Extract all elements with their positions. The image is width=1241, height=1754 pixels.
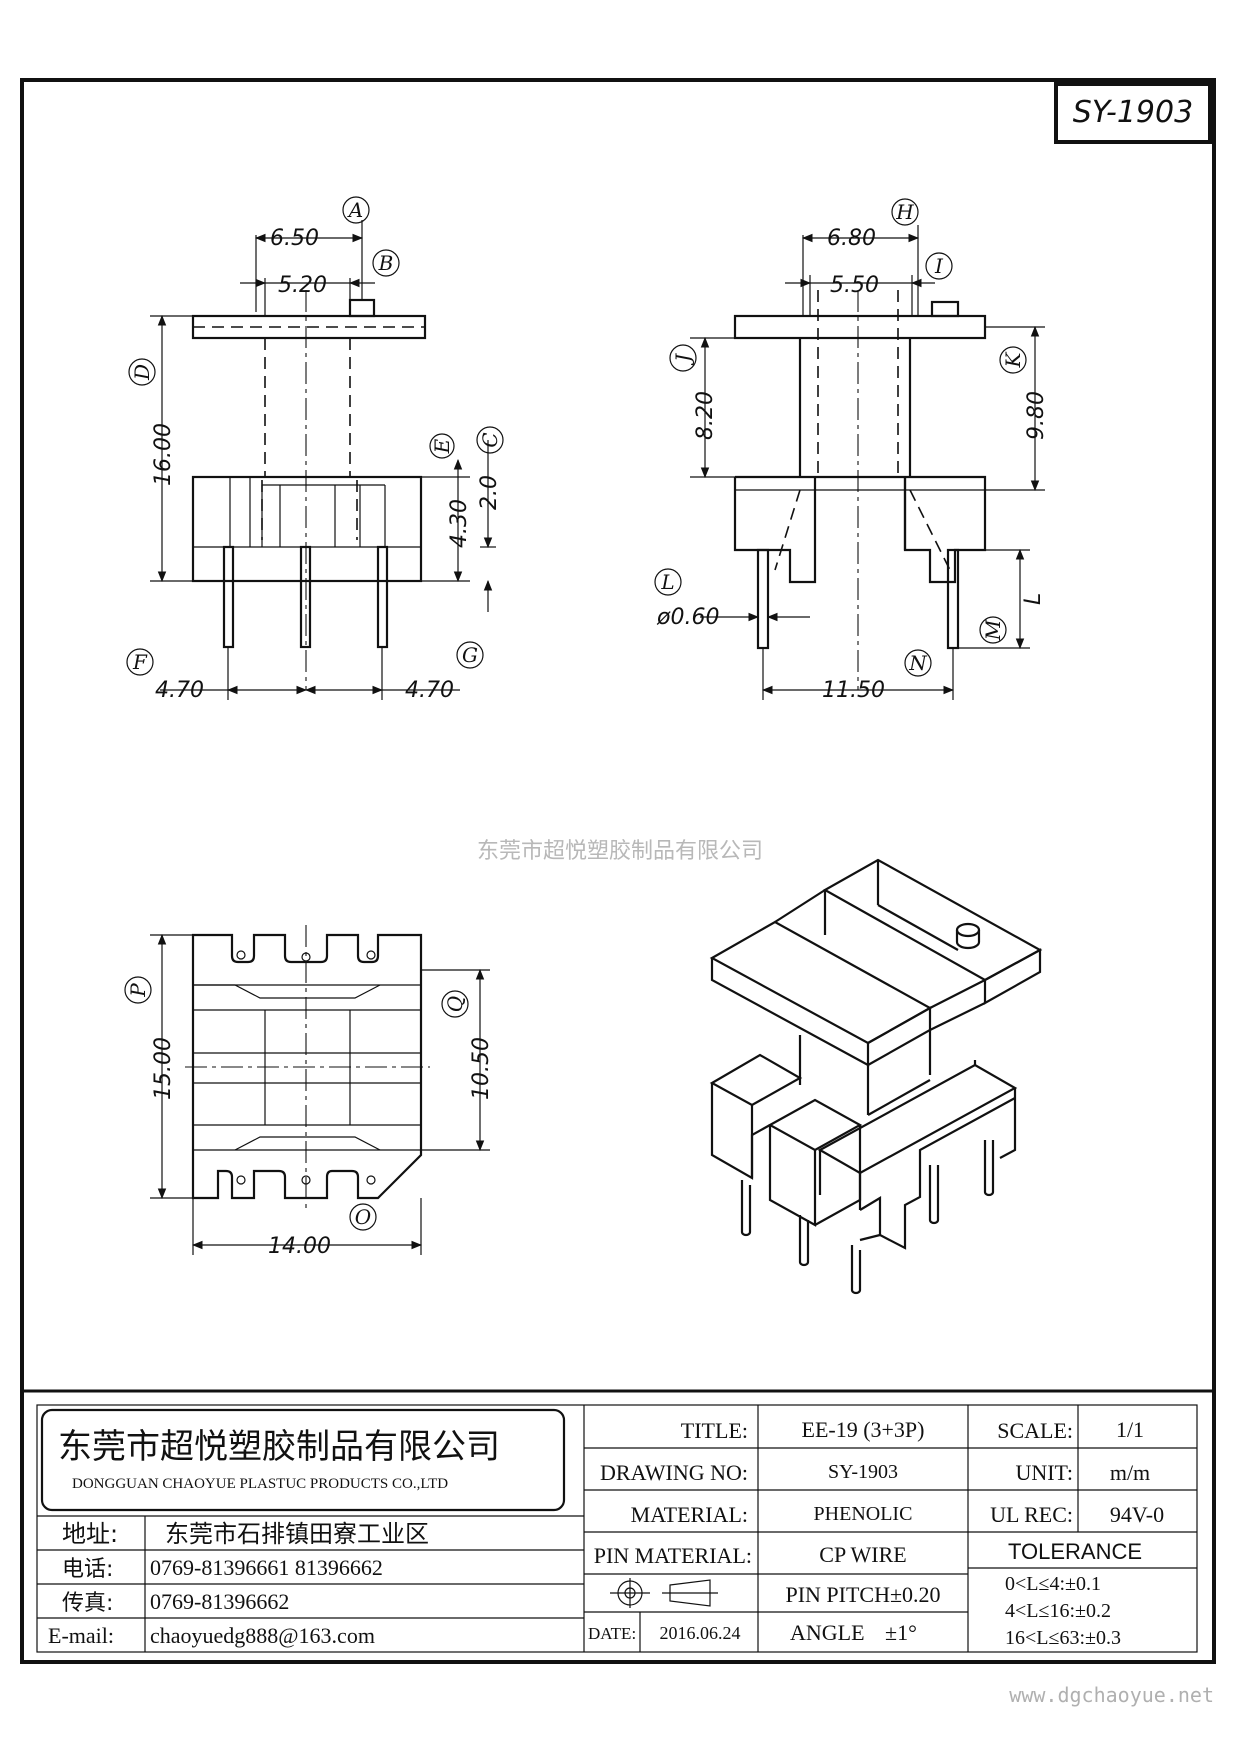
dim-length-value: 14.00 [268, 1234, 331, 1259]
svg-text:B: B [378, 251, 394, 275]
svg-text:L: L [660, 570, 674, 594]
tolerance-row-2: 4<L≤16:±0.2 [1005, 1600, 1111, 1622]
svg-text:I: I [934, 254, 944, 278]
pin-material-label: PIN MATERIAL: [594, 1543, 752, 1568]
dim-pin-right-value: 4.70 [405, 678, 454, 703]
angle-label: ANGLE [790, 1620, 865, 1645]
title-label: TITLE: [681, 1418, 748, 1443]
material-label: MATERIAL: [631, 1502, 748, 1527]
dim-b-value: 5.20 [278, 273, 327, 298]
title-block: 东莞市超悦塑胶制品有限公司 DONGGUAN CHAOYUE PLASTUC P… [22, 1389, 1214, 1653]
drawing-code-box: SY-1903 [1054, 82, 1212, 144]
tolerance-row-3: 16<L≤63:±0.3 [1005, 1627, 1121, 1649]
drawing-code: SY-1903 [1073, 95, 1193, 130]
dim-pin-span-value: 11.50 [822, 678, 885, 703]
svg-text:G: G [462, 643, 478, 667]
sheet-border [20, 78, 1216, 1664]
email-label: E-mail: [48, 1623, 114, 1648]
phone-label: 电话: [62, 1557, 113, 1582]
ul-value: 94V-0 [1110, 1502, 1164, 1527]
front-view: 6.50 A 5.20 B 16.00 D 4.30 E 2.0 C [126, 196, 504, 703]
dim-k-value: 9.80 [1024, 391, 1049, 440]
date-value: 2016.06.24 [660, 1623, 741, 1643]
dim-c-value: 2.0 [477, 475, 502, 510]
dim-l-value: L [1021, 593, 1046, 605]
email-value: chaoyuedg888@163.com [150, 1623, 375, 1648]
watermark-company: 东莞市超悦塑胶制品有限公司 [477, 839, 763, 864]
svg-text:J: J [671, 353, 695, 366]
svg-text:K: K [1001, 351, 1025, 368]
svg-text:A: A [347, 198, 363, 222]
dim-pin-left-value: 4.70 [155, 678, 204, 703]
material-value: PHENOLIC [814, 1503, 913, 1525]
phone-value: 0769-81396661 81396662 [150, 1555, 383, 1580]
svg-text:M: M [981, 619, 1005, 641]
svg-text:P: P [126, 983, 150, 998]
dim-base-value: 4.30 [447, 499, 472, 548]
svg-text:D: D [130, 364, 154, 381]
address-value: 东莞市石排镇田寮工业区 [165, 1520, 429, 1548]
svg-text:N: N [908, 651, 928, 675]
svg-text:C: C [478, 432, 502, 447]
company-name-cn: 东莞市超悦塑胶制品有限公司 [58, 1427, 500, 1467]
unit-label: UNIT: [1015, 1460, 1073, 1485]
svg-text:F: F [132, 650, 148, 674]
title-value: EE-19 (3+3P) [802, 1417, 925, 1442]
dim-j-value: 8.20 [693, 391, 718, 440]
fax-label: 传真: [62, 1591, 113, 1616]
svg-text:Q: Q [443, 996, 467, 1012]
ul-label: UL REC: [990, 1502, 1073, 1527]
dim-a-value: 6.50 [270, 226, 319, 251]
address-label: 地址: [62, 1520, 118, 1548]
fax-value: 0769-81396662 [150, 1589, 289, 1614]
svg-text:E: E [430, 438, 454, 454]
drawing-no-label: DRAWING NO: [600, 1460, 748, 1485]
angle-value: ±1° [885, 1620, 917, 1645]
top-view: 15.00 P 10.50 Q 14.00 O [124, 925, 494, 1259]
side-view: 6.80 H 5.50 I 8.20 J 9.80 K ø0.60 L L M [654, 198, 1049, 703]
dim-inner-value: 10.50 [469, 1037, 494, 1100]
watermark-url: www.dgchaoyue.net [1009, 1683, 1214, 1707]
scale-value: 1/1 [1116, 1417, 1144, 1442]
svg-text:O: O [355, 1205, 371, 1229]
pin-material-value: CP WIRE [819, 1542, 906, 1567]
dim-height-value: 16.00 [151, 423, 176, 486]
pin-pitch: PIN PITCH±0.20 [785, 1582, 940, 1607]
date-label: DATE: [588, 1624, 636, 1643]
svg-text:H: H [895, 200, 914, 224]
tolerance-label: TOLERANCE [1008, 1539, 1142, 1564]
dim-h-value: 6.80 [827, 226, 876, 251]
isometric-view [709, 858, 1043, 1295]
tolerance-row-1: 0<L≤4:±0.1 [1005, 1573, 1101, 1595]
projection-symbol [610, 1578, 718, 1608]
unit-value: m/m [1110, 1460, 1150, 1485]
drawing-no-value: SY-1903 [828, 1461, 898, 1483]
scale-label: SCALE: [997, 1418, 1073, 1443]
dim-i-value: 5.50 [830, 273, 879, 298]
dim-width-value: 15.00 [151, 1037, 176, 1100]
dim-pin-dia-value: ø0.60 [656, 605, 719, 630]
company-name-en: DONGGUAN CHAOYUE PLASTUC PRODUCTS CO.,LT… [72, 1476, 448, 1492]
